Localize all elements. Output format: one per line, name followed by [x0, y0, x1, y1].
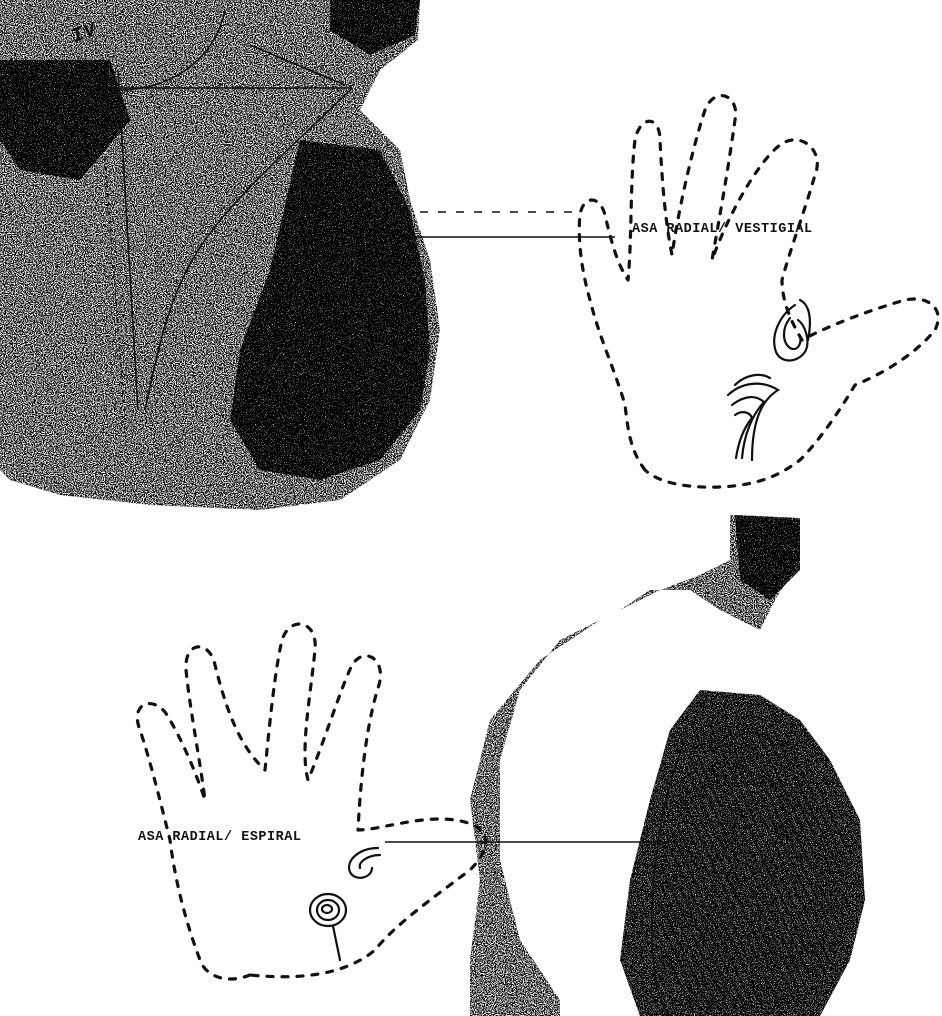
radial-loop-icon: [349, 848, 380, 878]
lower-hand-outline: [137, 624, 485, 979]
lower-label: ASA RADIAL/ ESPIRAL: [138, 830, 301, 845]
upper-label: ASA RADIAL/ VESTIGIAL: [632, 222, 813, 237]
upper-hand-outline: [579, 96, 938, 488]
upper-palmprint-impression: [0, 0, 440, 510]
radial-loop-icon: [774, 300, 810, 360]
lower-palmprint-impression: [470, 515, 865, 1016]
hand-outline-icon: [137, 624, 485, 979]
vestigial-ridge-icon: [728, 375, 778, 460]
hand-outline-icon: [579, 96, 938, 488]
whorl-icon: [310, 894, 346, 960]
